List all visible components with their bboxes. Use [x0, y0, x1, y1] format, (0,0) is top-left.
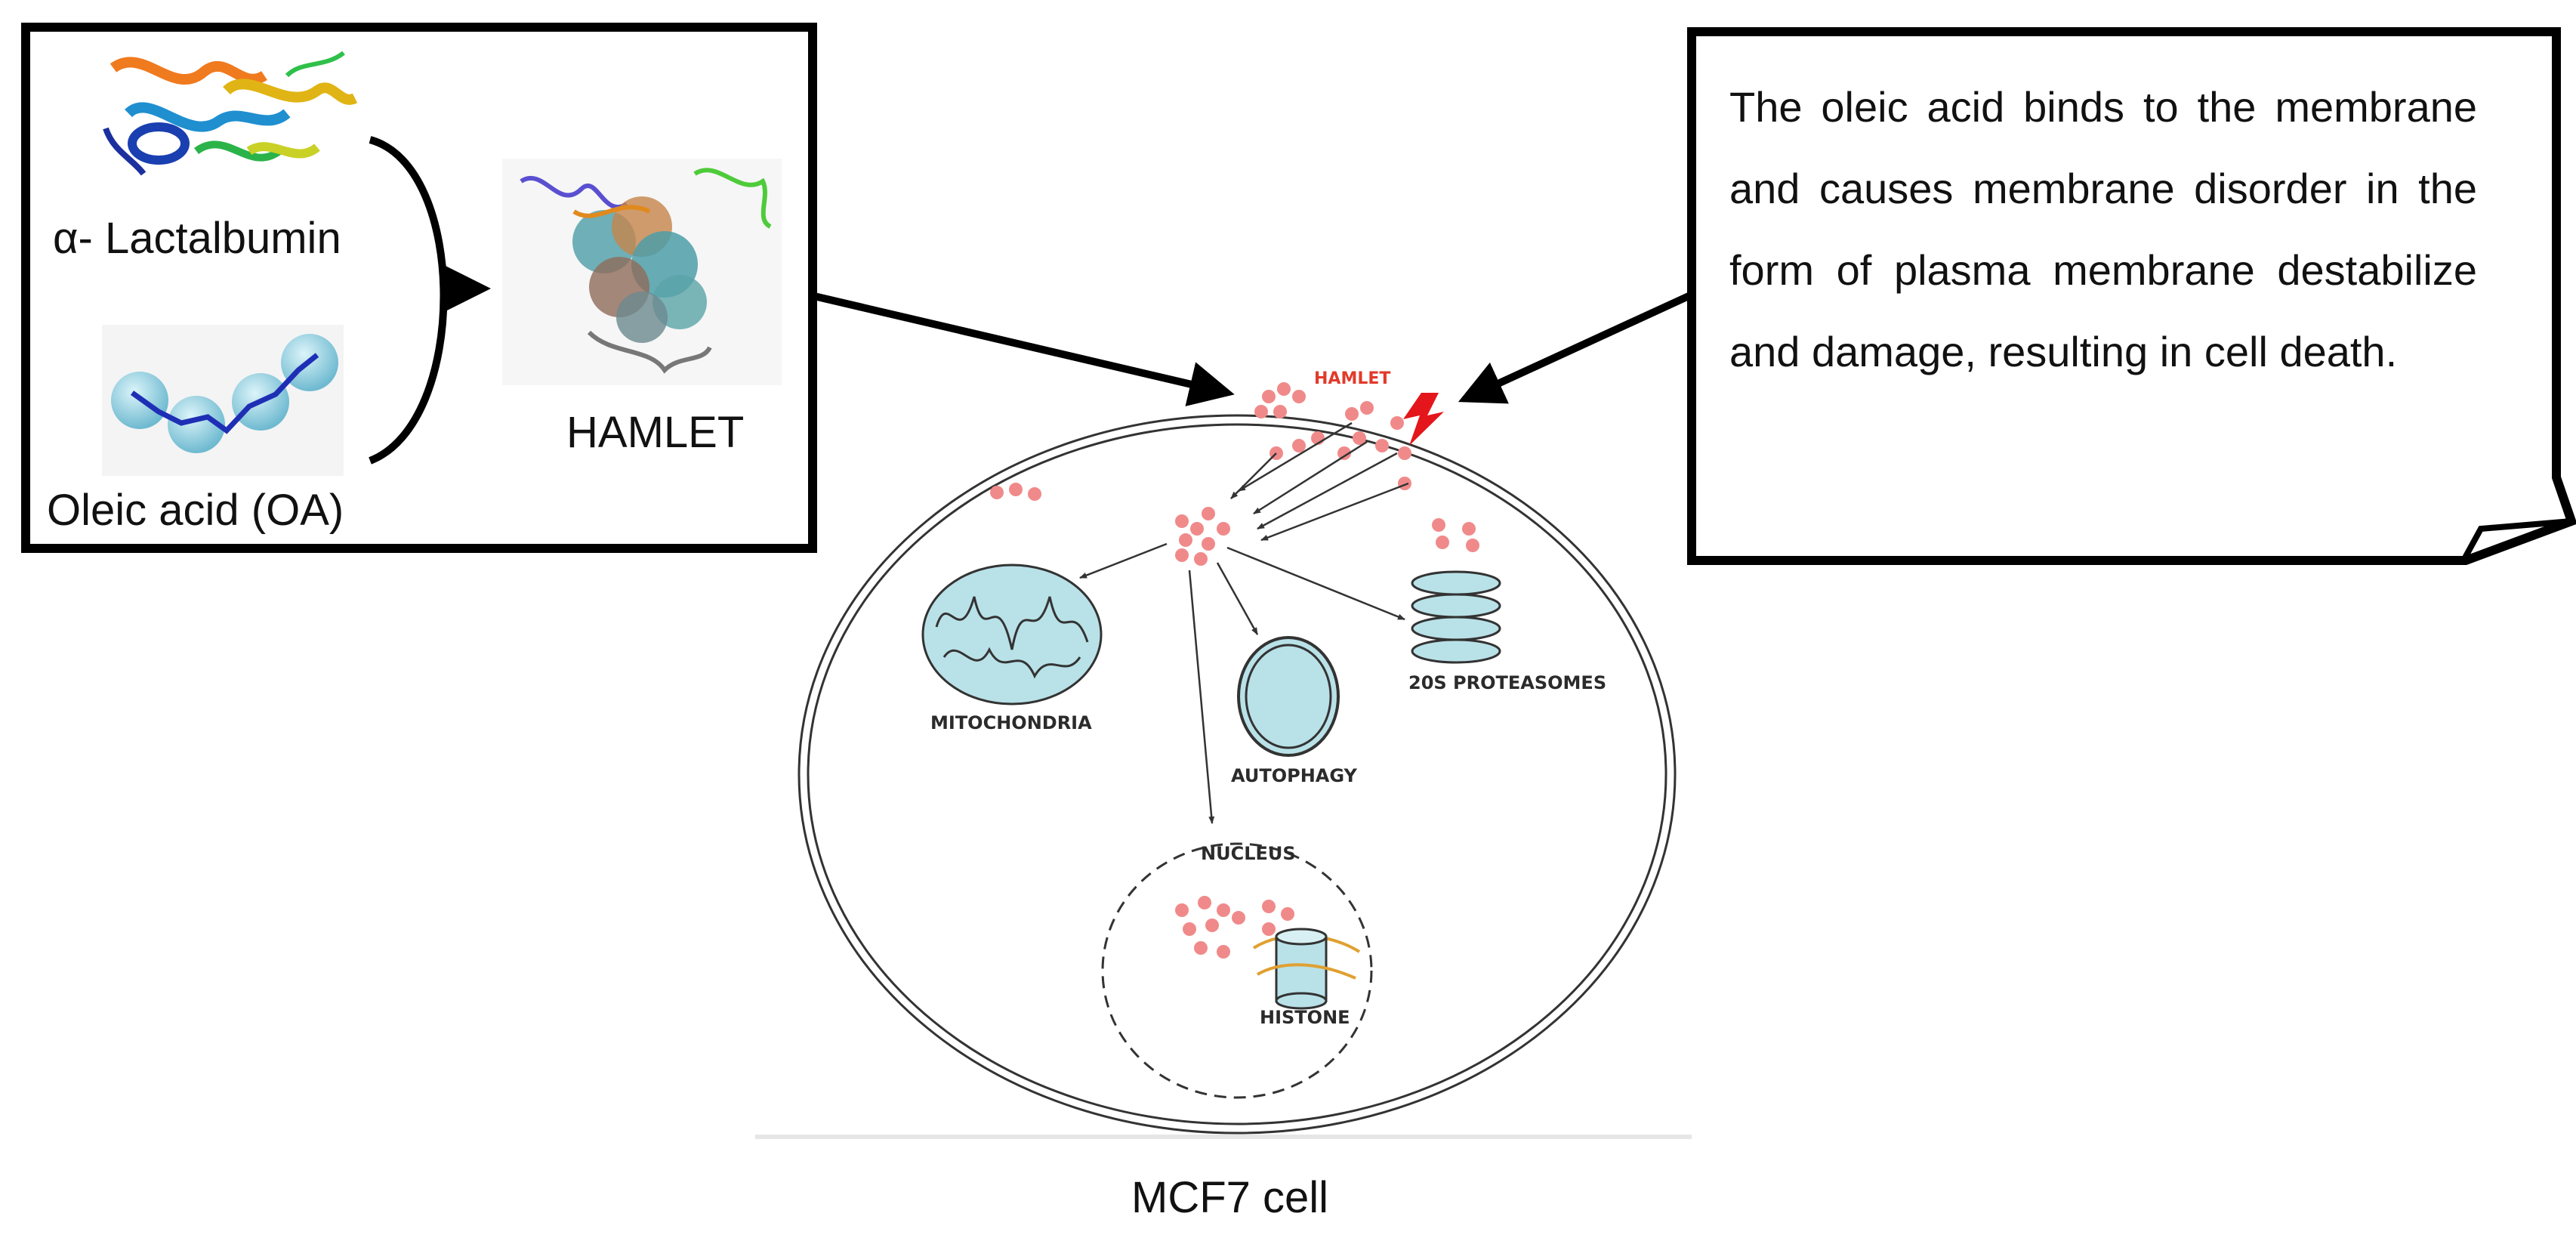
- oleic-acid-label: Oleic acid (OA): [47, 486, 344, 535]
- nucleus-label: NUCLEUS: [1201, 843, 1296, 864]
- cell-hamlet-tag: HAMLET: [1314, 369, 1390, 388]
- cell-caption: MCF7 cell: [1131, 1173, 1328, 1222]
- autophagy-icon: [1237, 636, 1340, 757]
- proteasome-icon: [1411, 570, 1501, 664]
- histone-label: HISTONE: [1260, 1007, 1350, 1028]
- nucleus-icon: [1101, 842, 1373, 1099]
- alpha-lactalbumin-structure-icon: [103, 51, 358, 176]
- combination-bracket: [369, 136, 448, 465]
- proteasomes-label: 20S PROTEASOMES: [1408, 672, 1606, 693]
- autophagy-label: AUTOPHAGY: [1231, 765, 1358, 786]
- callout-fold: [2460, 518, 2572, 562]
- callout-to-cell-arrow: [1458, 292, 1691, 404]
- mitochondria-label: MITOCHONDRIA: [930, 712, 1092, 733]
- hamlet-complex-label: HAMLET: [566, 408, 744, 457]
- internal-arrows: [1079, 421, 1409, 824]
- callout-text: The oleic acid binds to the membrane and…: [1729, 83, 2477, 375]
- histone-icon: [1252, 928, 1361, 1010]
- hamlet-complex-icon: [502, 159, 782, 385]
- hamlet-particles: [990, 382, 1479, 959]
- alpha-lactalbumin-label: α- Lactalbumin: [53, 214, 341, 263]
- oleic-acid-structure-icon: [102, 325, 344, 476]
- mitochondria-icon: [921, 563, 1103, 705]
- formation-to-cell-arrow: [813, 292, 1235, 406]
- membrane-damage-bolt-icon: [1403, 393, 1444, 446]
